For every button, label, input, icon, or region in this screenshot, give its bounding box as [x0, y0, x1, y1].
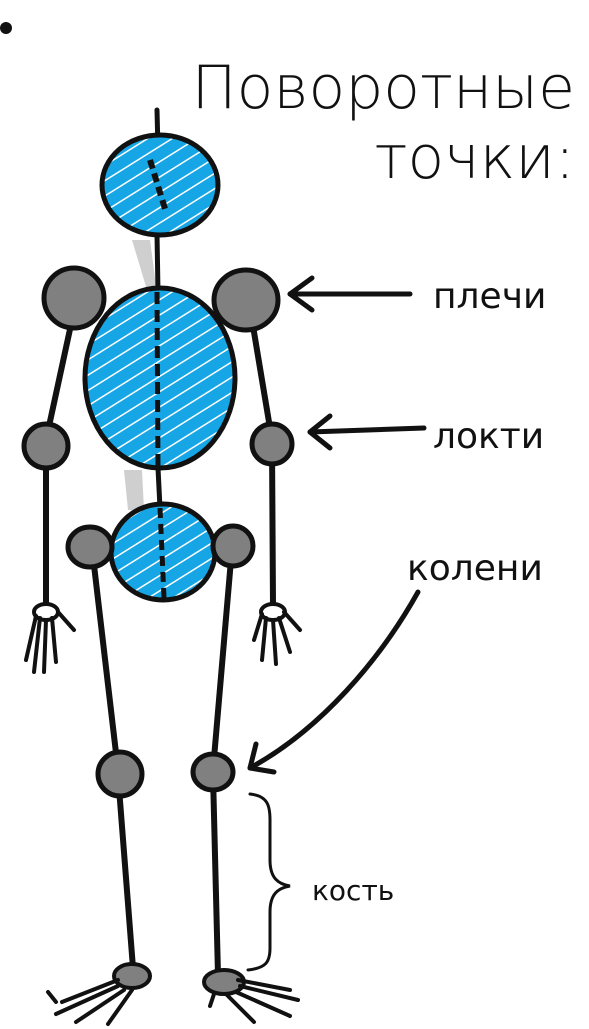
left-elbow-joint: [21, 421, 71, 471]
right-hand: [252, 602, 302, 666]
head-circle: [99, 132, 221, 238]
right-foot: [202, 968, 300, 1024]
right-forearm: [269, 442, 276, 608]
spine-shadow-lower: [124, 470, 144, 510]
label-elbows: локти: [433, 416, 544, 457]
left-shin: [115, 772, 136, 971]
head-axis: [147, 159, 169, 213]
left-foot: [46, 962, 152, 1026]
right-shin: [210, 772, 221, 978]
torso-axis: [154, 291, 161, 469]
label-shoulders: плечи: [433, 276, 546, 317]
right-upper-arm: [249, 317, 275, 443]
left-shoulder-joint: [41, 265, 107, 331]
right-shoulder-joint: [211, 267, 281, 333]
right-thigh: [210, 545, 235, 773]
left-knee-joint: [95, 749, 145, 799]
arrow-elbows: [307, 413, 427, 451]
neck-bone: [154, 233, 161, 293]
bone-brace: [246, 792, 291, 972]
label-knees: колени: [407, 548, 543, 589]
title-line-2: точки:: [375, 123, 575, 193]
right-hip-joint: [210, 523, 256, 569]
lower-spine-bone: [155, 467, 163, 509]
right-elbow-joint: [249, 421, 295, 467]
left-hip-joint: [65, 524, 115, 570]
title-line-1: Поворотные: [192, 53, 575, 123]
left-upper-arm: [43, 317, 75, 443]
label-bone: кость: [312, 874, 394, 907]
pelvis-circle: [108, 501, 218, 603]
corner-dot: [0, 22, 12, 34]
right-knee-joint: [190, 751, 236, 793]
arrow-shoulders: [287, 275, 413, 313]
left-hand: [24, 602, 76, 674]
arrow-knees: [247, 589, 421, 775]
left-thigh: [89, 545, 121, 773]
spine-shadow-upper: [132, 240, 158, 300]
